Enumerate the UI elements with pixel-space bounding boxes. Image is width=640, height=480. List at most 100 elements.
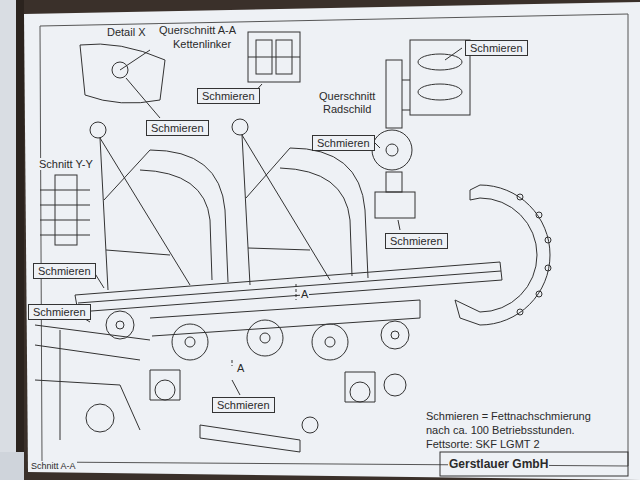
vehicle-illustration-part: [106, 250, 170, 255]
drawing-label: Schnitt Y-Y: [38, 158, 94, 170]
vehicle-illustration-part: [248, 57, 300, 58]
vehicle-illustration-part: [80, 44, 165, 103]
vehicle-illustration-part: [120, 50, 150, 70]
vehicle-illustration-part: [150, 300, 420, 336]
vehicle-illustration-part: [375, 192, 415, 218]
callout-text: Schmieren: [390, 235, 443, 247]
lubrication-callout-box: Schmieren: [146, 120, 209, 136]
drawing-label: A: [236, 362, 245, 374]
lubrication-callout-box: Schmieren: [212, 397, 275, 413]
vehicle-illustration-part: [372, 130, 412, 170]
vehicle-illustration-part: [517, 194, 523, 200]
vehicle-illustration-part: [381, 321, 409, 349]
vehicle-illustration-part: [402, 80, 410, 110]
vehicle-illustration-part: [86, 404, 114, 432]
vehicle-illustration-part: [40, 190, 90, 235]
vehicle-illustration-part: [386, 60, 402, 128]
callout-text: Schmieren: [217, 399, 270, 411]
vehicle-illustration-part: [312, 324, 348, 360]
vehicle-illustration-part: [185, 337, 195, 347]
vehicle-illustration-part: [246, 148, 290, 198]
vehicle-illustration-part: [480, 198, 537, 312]
vehicle-illustration-part: [100, 138, 190, 285]
vehicle-illustration-part: [232, 284, 296, 366]
callout-text: Schmieren: [317, 137, 370, 149]
vehicle-illustration-part: [232, 119, 248, 135]
wall-frame-part: [0, 0, 16, 480]
callout-text: Schmieren: [470, 42, 523, 54]
vehicle-illustration-part: [410, 40, 470, 115]
vehicle-illustration-part: [350, 382, 370, 402]
drawing-label: Querschnitt A-A: [158, 24, 237, 36]
leader-line-part: [398, 220, 400, 230]
vehicle-illustration-part: [545, 237, 551, 243]
vehicle-illustration-part: [345, 372, 375, 402]
vehicle-illustration-part: [75, 262, 502, 312]
vehicle-illustration-part: [247, 320, 283, 356]
vehicle-illustration-part: [260, 333, 270, 343]
vehicle-illustration-part: [384, 374, 406, 396]
leader-line-part: [445, 48, 462, 60]
vehicle-illustration-part: [248, 32, 300, 82]
drawing-label: Detail X: [106, 26, 147, 38]
vehicle-illustration-part: [35, 325, 150, 440]
callout-text: Schmieren: [151, 122, 204, 134]
vehicle-illustration-part: [517, 309, 523, 315]
vehicle-illustration-part: [200, 425, 300, 452]
vehicle-illustration-part: [536, 212, 542, 218]
drawing-label: Radschild: [322, 103, 372, 115]
leader-line-part: [375, 143, 380, 148]
lubrication-callout-box: Schmieren: [385, 233, 448, 249]
vehicle-illustration-part: [418, 84, 462, 100]
vehicle-illustration-part: [302, 417, 318, 433]
vehicle-illustration-part: [418, 54, 462, 70]
drawing-label: Kettenlinker: [172, 38, 232, 50]
drawing-label: Schnitt A-A: [30, 461, 77, 471]
wall-frame-part: [16, 0, 24, 480]
vehicle-illustration-part: [155, 380, 175, 400]
vehicle-illustration: [35, 32, 628, 476]
wall-frame-part: [40, 14, 628, 466]
vehicle-illustration-part: [100, 138, 108, 290]
leader-line: [72, 48, 462, 395]
callout-text: Schmieren: [202, 90, 255, 102]
drawing-label: nach ca. 100 Betriebsstunden.: [425, 424, 576, 436]
wall-frame-part: [0, 452, 24, 480]
vehicle-illustration-part: [172, 324, 208, 360]
vehicle-illustration-part: [290, 148, 368, 278]
vehicle-illustration-part: [116, 321, 124, 329]
drawing-label: Gerstlauer GmbH: [448, 457, 549, 471]
wall-frame-part: [24, 2, 640, 480]
vehicle-illustration-part: [242, 135, 330, 280]
vehicle-illustration-part: [280, 168, 352, 276]
lubrication-callout-box: Schmieren: [197, 88, 260, 104]
lubrication-callout-box: Schmieren: [465, 40, 528, 56]
drawing-label: Fettsorte: SKF LGMT 2: [425, 438, 541, 450]
callout-text: Schmieren: [38, 265, 91, 277]
vehicle-illustration-part: [480, 185, 550, 325]
vehicle-illustration-part: [470, 185, 480, 200]
vehicle-illustration-part: [386, 144, 398, 156]
drawing-label: Querschnitt: [318, 90, 376, 102]
lubrication-callout-box: Schmieren: [33, 263, 96, 279]
vehicle-illustration-part: [536, 291, 542, 297]
callout-text: Schmieren: [33, 306, 86, 318]
leader-line-part: [126, 78, 160, 118]
drawing-label: Schmieren = Fettnachschmierung: [425, 410, 592, 422]
vehicle-illustration-part: [386, 172, 402, 192]
vehicle-illustration-part: [90, 122, 106, 138]
lubrication-callout-box: Schmieren: [28, 304, 91, 320]
vehicle-illustration-part: [78, 271, 501, 303]
vehicle-illustration-part: [120, 385, 140, 430]
drawing-label: A: [300, 288, 309, 300]
leader-line-part: [232, 380, 240, 395]
vehicle-illustration-part: [248, 248, 310, 250]
vehicle-illustration-part: [242, 135, 250, 285]
vehicle-illustration-part: [104, 150, 150, 200]
vehicle-illustration-part: [440, 452, 628, 476]
vehicle-illustration-part: [545, 265, 551, 271]
vehicle-illustration-part: [150, 370, 180, 400]
lubrication-callout-box: Schmieren: [312, 135, 375, 151]
